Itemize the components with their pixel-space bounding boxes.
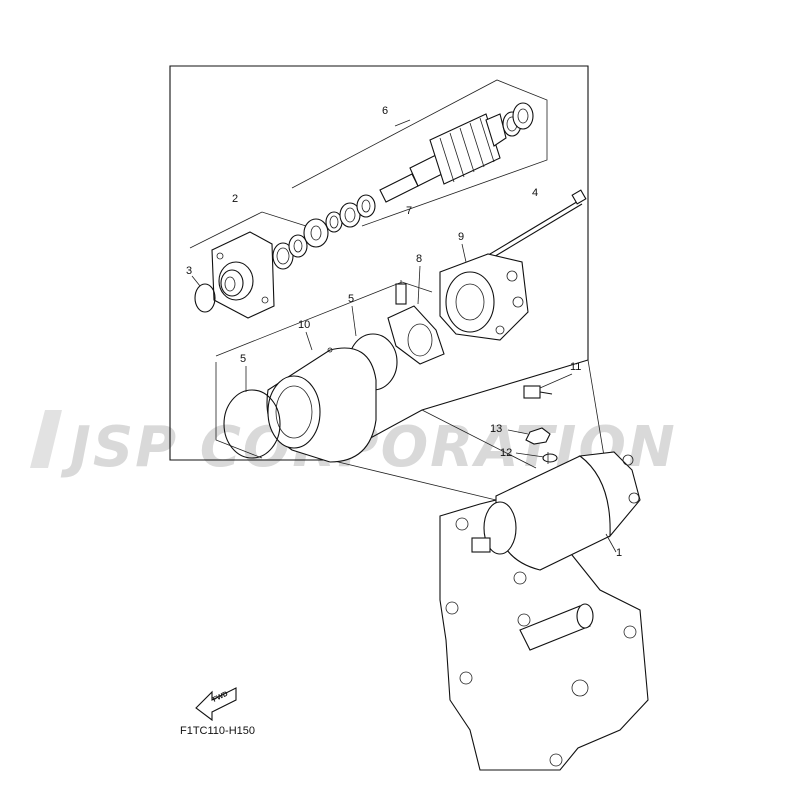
callout-labels: 6 2 3 7 4 9 8 5 10 5 11 13 12 1 [186, 105, 622, 559]
bracket-item-5 [215, 362, 263, 459]
part-10-yoke [266, 347, 377, 463]
bracket-item-6 [291, 79, 548, 227]
part-1-starter-motor-assembly [439, 451, 649, 771]
part-9-rear-cover [439, 253, 529, 341]
callout-8: 8 [416, 253, 422, 265]
callout-10: 10 [298, 319, 310, 331]
bearing-washer-stack [272, 194, 376, 270]
part-8-brush-plate [387, 280, 445, 365]
fwd-arrow-icon: FWD [195, 687, 237, 722]
callout-11: 11 [570, 361, 581, 373]
callout-1: 1 [616, 547, 622, 559]
callout-13: 13 [490, 423, 502, 435]
armature-washers [502, 102, 534, 137]
diagram-code: F1TC110-H150 [180, 725, 255, 737]
callout-4: 4 [532, 187, 538, 199]
callout-12: 12 [500, 447, 512, 459]
part-13-nut [525, 427, 551, 445]
part-11-bolt [523, 385, 553, 399]
guide-line [329, 459, 497, 501]
callout-3: 3 [186, 265, 192, 277]
part-3-o-ring [194, 283, 216, 313]
part-2-front-cover [211, 231, 275, 319]
guide-line [421, 409, 537, 469]
callout-7: 7 [406, 205, 412, 217]
callout-9: 9 [458, 231, 464, 243]
part-4-through-bolt [479, 189, 587, 265]
callout-5-lower: 5 [240, 353, 246, 365]
bracket-item-2 [189, 211, 307, 249]
part-5-o-ring-lower [223, 389, 281, 459]
callout-5-upper: 5 [348, 293, 354, 305]
callout-6: 6 [382, 105, 388, 117]
part-7-armature [379, 113, 507, 203]
callout-2: 2 [232, 193, 238, 205]
guide-line [587, 359, 606, 463]
part-12-washer [542, 453, 558, 463]
